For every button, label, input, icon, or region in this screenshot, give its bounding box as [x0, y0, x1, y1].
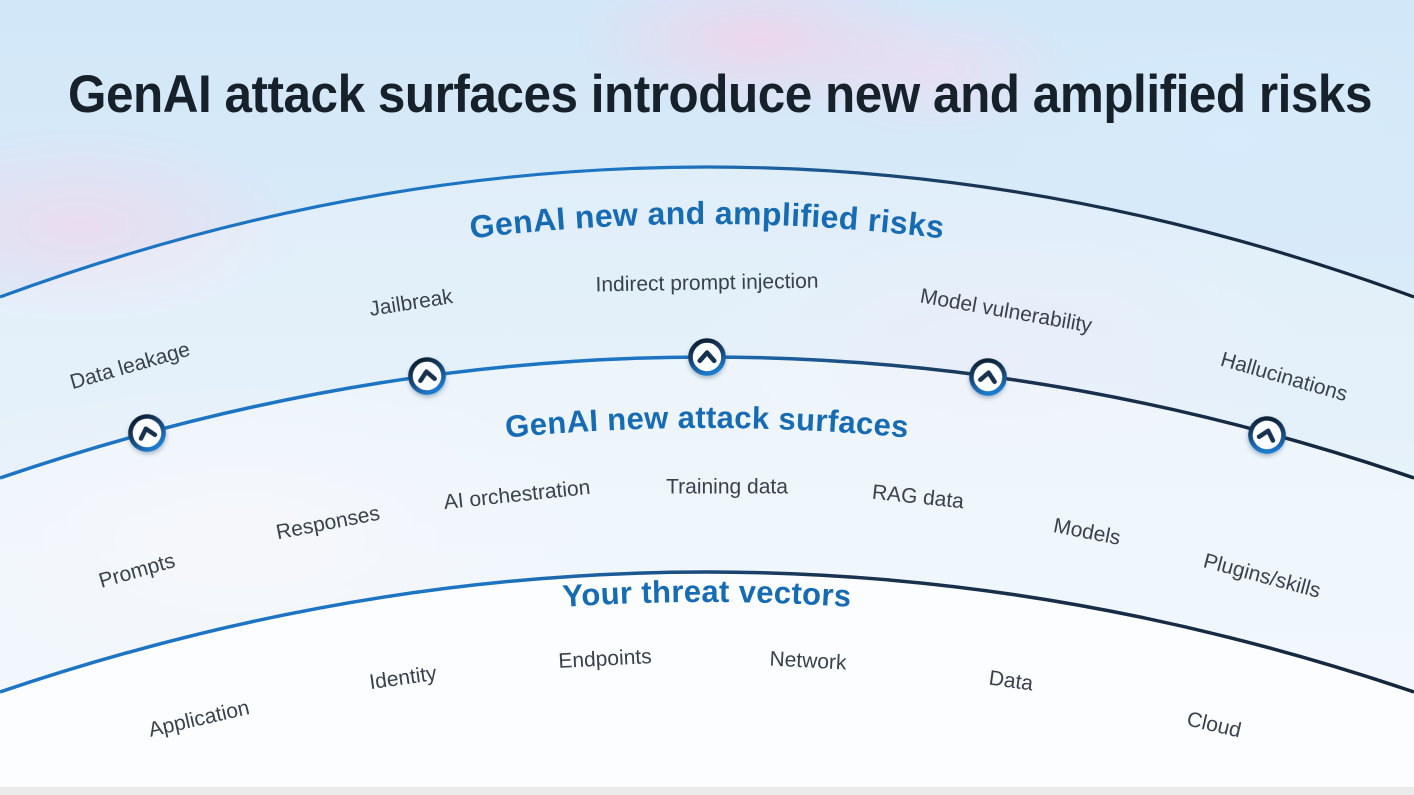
chevron-up-circle-icon — [408, 357, 446, 395]
chevron-up-circle-icon — [1248, 416, 1286, 454]
page-title: GenAI attack surfaces introduce new and … — [68, 65, 1372, 124]
inner-arc-line — [0, 570, 1414, 694]
slide-bottom-edge — [0, 787, 1414, 795]
chevron-up-circle-icon — [128, 414, 166, 452]
inner-band-fill — [0, 572, 1414, 795]
surface-label-training-data: Training data — [666, 476, 788, 499]
chevron-up-circle-icon — [688, 338, 726, 376]
band-title-inner: Your threat vectors — [561, 574, 852, 614]
risk-label-indirect-prompt-injection: Indirect prompt injection — [595, 270, 818, 297]
chevron-up-circle-icon — [969, 358, 1007, 396]
vector-label-endpoints: Endpoints — [558, 645, 652, 673]
outer-arc-line — [0, 165, 1414, 299]
vector-label-network: Network — [769, 648, 848, 675]
